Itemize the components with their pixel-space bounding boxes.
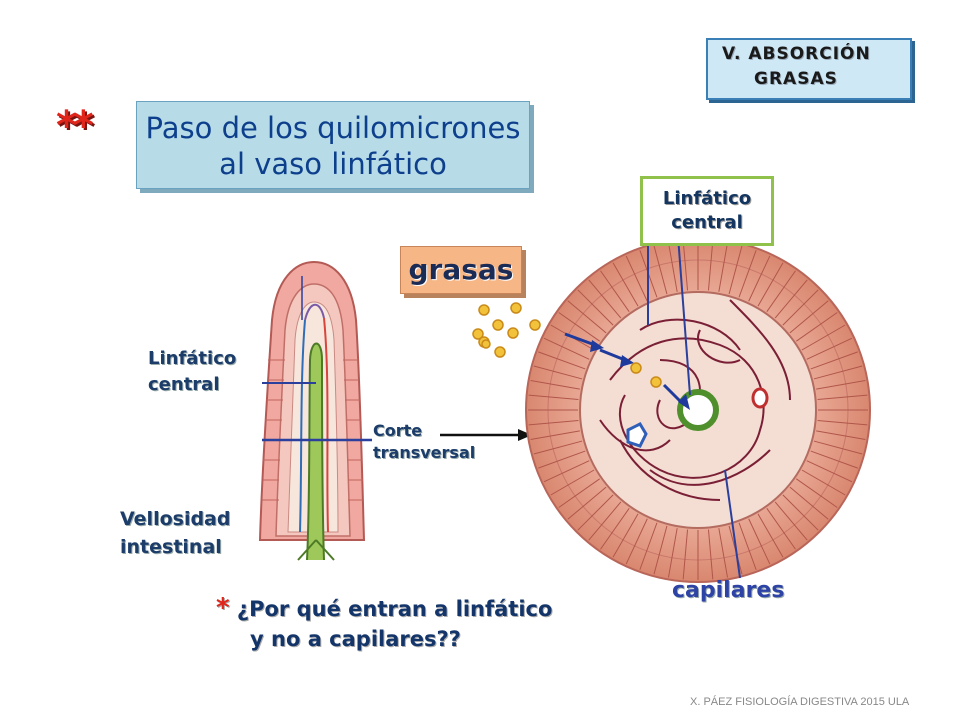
epithelial-cell-line [766, 270, 796, 312]
epithelial-cell-line [653, 245, 668, 295]
lymph-left-label: Linfático central [148, 346, 236, 398]
epithelial-cell-line [789, 486, 829, 520]
section-heading-box: V. ABSORCIÓN GRASAS [706, 38, 912, 100]
epithelial-cell-line [538, 351, 586, 370]
fat-droplets [472, 302, 541, 358]
villus-longitudinal [258, 260, 372, 561]
epithelial-cell-line [558, 478, 600, 508]
epithelial-cell-line [543, 460, 590, 483]
fats-label: grasas [400, 246, 522, 294]
epithelial-cell-line [806, 337, 853, 360]
epithelial-cell-line [533, 365, 583, 380]
epithelial-cell-line [550, 469, 595, 496]
title-line-2: al vaso linfático [219, 147, 447, 181]
epithelial-cell-line [612, 513, 639, 558]
villus-line-2: intestinal [120, 536, 222, 558]
villus-line-1: Vellosidad [120, 508, 231, 530]
epithelial-cell-line [757, 262, 784, 307]
epithelial-cell-line [782, 494, 819, 531]
epithelial-cell-line [625, 255, 648, 302]
epithelial-cell-line [639, 522, 658, 570]
epithelial-cell-line [801, 324, 846, 351]
epithelial-cell-line [530, 430, 580, 441]
villus-cross-section [525, 235, 871, 583]
villus-label: Vellosidad intestinal [120, 505, 230, 561]
section-line-2: GRASAS [754, 69, 838, 89]
epithelial-cell-line [774, 501, 808, 541]
section-line-1: V. ABSORCIÓN [722, 44, 871, 64]
epithelial-cell-line [796, 312, 838, 342]
epithelial-cell-line [816, 430, 866, 441]
epithelial-cell-line [718, 242, 729, 292]
epithelial-cell-line [738, 522, 757, 570]
question-star-marker: * [216, 593, 230, 623]
epithelial-cell-line [567, 486, 607, 520]
lymph-box-line-2: central [671, 212, 743, 233]
central-lymphatic-box: Linfático central [640, 176, 774, 246]
epithelial-cell-line [567, 300, 607, 334]
lymph-left-line-1: Linfático [148, 348, 237, 369]
lymph-box-line-1: Linfático [662, 188, 752, 209]
epithelial-cell-line [600, 508, 630, 550]
epithelial-cell-line [682, 240, 689, 291]
epithelial-cell-line [748, 255, 771, 302]
epithelial-cell-line [612, 262, 639, 307]
epithelial-cell-line [600, 270, 630, 312]
epithelial-cell-line [718, 528, 729, 578]
epithelial-cell-line [816, 379, 866, 390]
cross-section-label: Corte transversal [373, 420, 475, 464]
epithelial-cell-line [707, 529, 714, 580]
epithelial-cell-line [577, 289, 614, 326]
epithelial-cell-line [543, 337, 590, 360]
epithelial-cell-line [766, 508, 796, 550]
epithelial-cell-line [528, 419, 579, 426]
footer-credit: X. PÁEZ FISIOLOGÍA DIGESTIVA 2015 ULA [690, 696, 910, 708]
epithelial-cell-line [757, 513, 784, 558]
epithelial-cell-line [558, 312, 600, 342]
epithelial-cell-line [782, 289, 819, 326]
corte-line-1: Corte [373, 421, 423, 440]
epithelial-cell-line [813, 440, 863, 455]
lymph-left-line-2: central [148, 374, 220, 395]
epithelial-cell-line [813, 365, 863, 380]
epithelial-cell-line [796, 478, 838, 508]
epithelial-cell-line [738, 250, 757, 298]
epithelial-cell-line [625, 518, 648, 565]
epithelial-cell-line [667, 528, 678, 578]
epithelial-cell-line [653, 525, 668, 575]
epithelial-cell-line [806, 460, 853, 483]
capillaries-label: capilares [672, 578, 785, 603]
epithelial-cell-line [789, 300, 829, 334]
epithelial-cell-line [577, 494, 614, 531]
epithelial-cell-line [817, 394, 868, 401]
epithelial-cell-line [707, 240, 714, 291]
epithelial-cell-line [801, 469, 846, 496]
title-star-marker: ** [56, 103, 94, 149]
epithelial-cell-line [530, 379, 580, 390]
epithelial-cell-line [538, 450, 586, 469]
epithelial-cell-line [588, 501, 622, 541]
title-line-1: Paso de los quilomicrones [145, 111, 521, 145]
epithelial-cell-line [682, 529, 689, 580]
question-line-1: ¿Por qué entran a linfático [236, 597, 553, 621]
title-box: Paso de los quilomicrones al vaso linfát… [136, 101, 530, 189]
epithelial-cell-line [728, 245, 743, 295]
epithelial-cell-line [810, 351, 858, 370]
epithelial-cell-line [533, 440, 583, 455]
epithelial-cell-line [774, 279, 808, 319]
epithelial-cell-line [810, 450, 858, 469]
epithelial-cell-line [588, 279, 622, 319]
epithelial-cell-line [528, 394, 579, 401]
epithelial-cell-line [748, 518, 771, 565]
question-line-2: y no a capilares?? [250, 627, 461, 651]
epithelial-cell-line [667, 242, 678, 292]
epithelial-cell-line [817, 419, 868, 426]
question-text: * ¿Por qué entran a linfático y no a cap… [216, 593, 552, 654]
corte-line-2: transversal [373, 443, 476, 462]
